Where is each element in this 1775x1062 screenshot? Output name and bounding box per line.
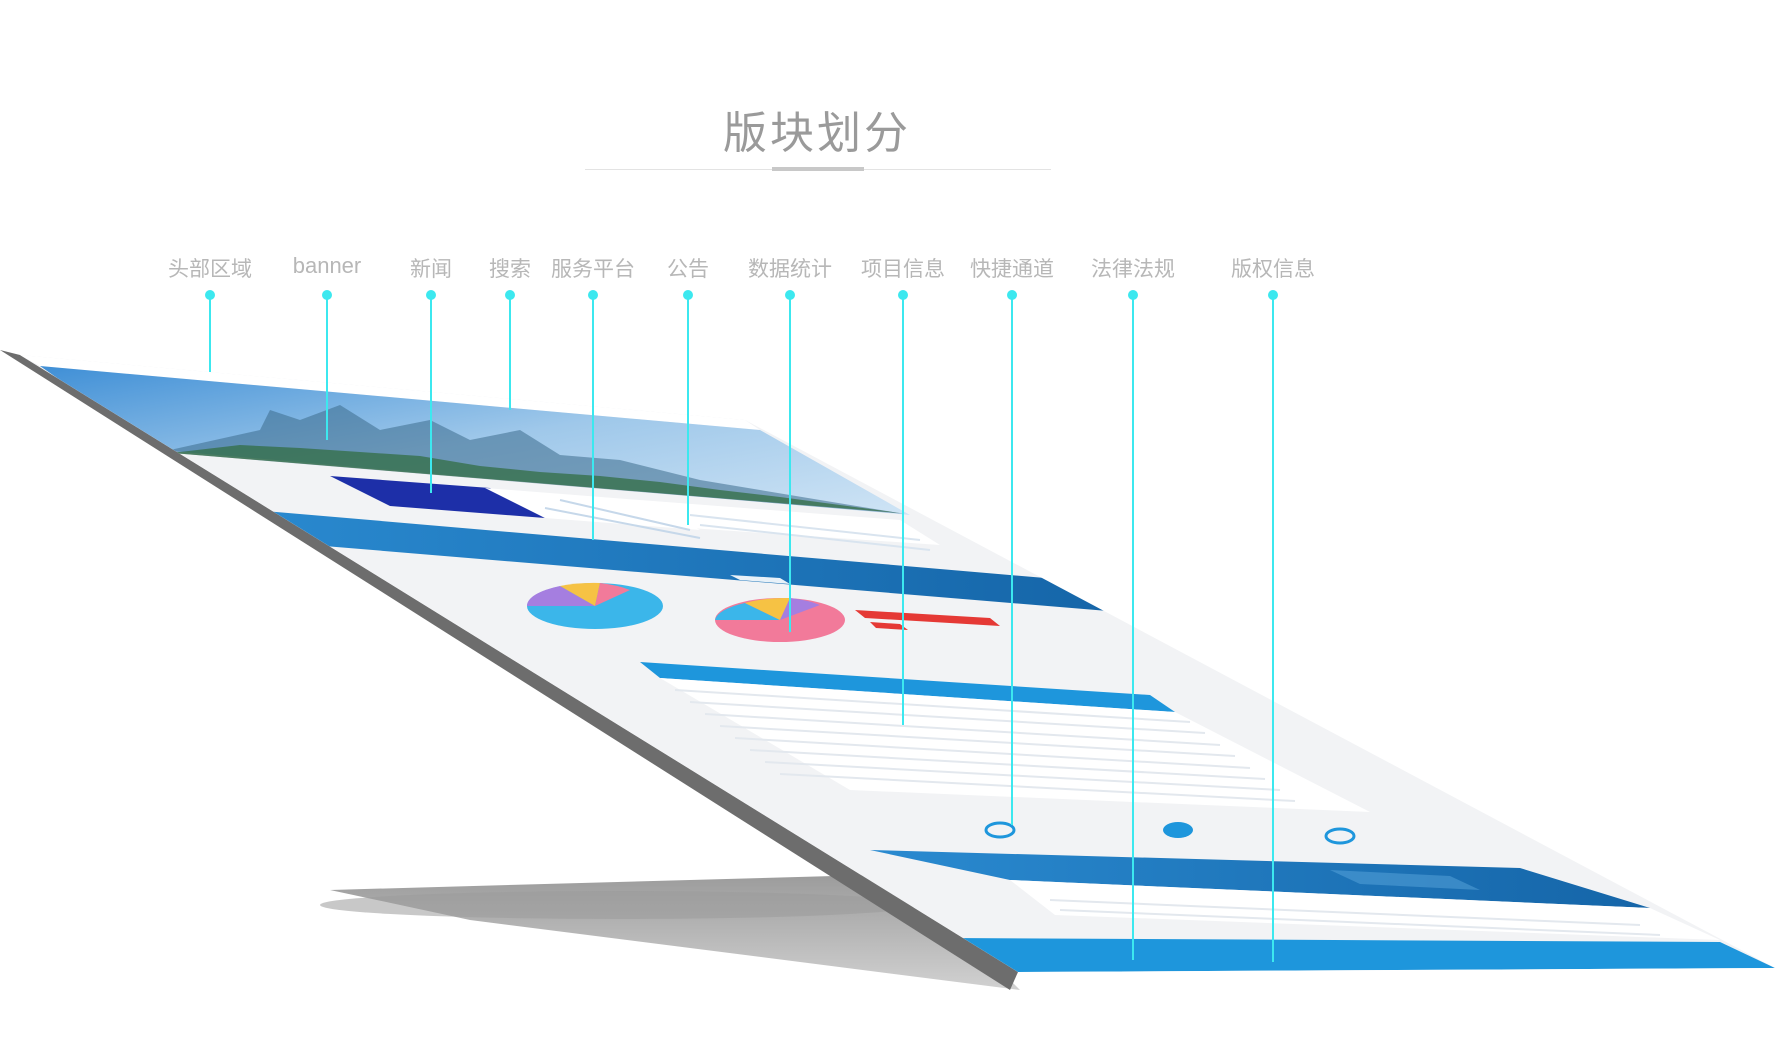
law-band <box>870 850 1650 908</box>
bar-chart <box>855 610 1000 626</box>
quick-icon-3 <box>1324 827 1356 845</box>
label-news: 新闻 <box>410 257 452 281</box>
copyright-footer <box>950 938 1775 972</box>
quick-icon-2 <box>1163 822 1193 838</box>
law-list <box>1010 880 1720 940</box>
slab-edge <box>0 350 1018 990</box>
label-notice: 公告 <box>667 257 709 281</box>
label-service: 服务平台 <box>551 257 635 281</box>
section-pointers <box>205 290 1278 962</box>
label-header: 头部区域 <box>168 257 252 281</box>
label-banner: banner <box>292 253 362 278</box>
label-search: 搜索 <box>489 257 531 281</box>
label-quick: 快捷通道 <box>970 257 1054 281</box>
project-table-header <box>640 662 1175 712</box>
label-law: 法律法规 <box>1091 257 1175 281</box>
service-platform-band <box>230 508 1120 612</box>
news-image <box>330 476 545 518</box>
label-projects: 项目信息 <box>861 257 945 281</box>
header-region <box>20 355 760 430</box>
title-divider-accent <box>772 167 864 171</box>
page-title: 版块划分 <box>723 108 911 159</box>
label-stats: 数据统计 <box>748 257 832 281</box>
label-copyright: 版权信息 <box>1231 257 1315 281</box>
quick-icon-1 <box>984 821 1016 839</box>
